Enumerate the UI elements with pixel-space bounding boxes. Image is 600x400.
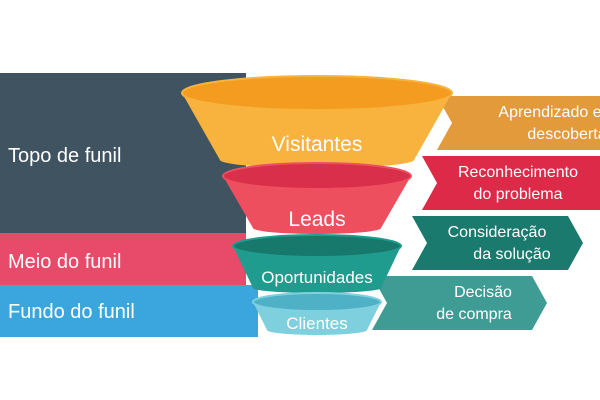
phase-arrow-decision: [372, 276, 547, 330]
phase-label-recognition-line2: do problema: [474, 186, 563, 203]
phase-label-learning-line1: Aprendizado e: [498, 104, 600, 121]
funnel-label-clients: Clientes: [286, 314, 347, 333]
phase-arrow-consideration: [412, 216, 583, 270]
funnel-tier-opportunities-top: [232, 234, 402, 258]
phase-label-consideration-line2: da solução: [473, 246, 550, 263]
stage-label-top: Topo de funil: [8, 145, 121, 167]
funnel-tier-clients-top: [252, 292, 382, 312]
funnel-label-leads: Leads: [288, 208, 345, 231]
phase-label-learning-line2: descoberta: [527, 126, 600, 143]
phase-label-decision-line2: de compra: [436, 306, 512, 323]
funnel-tier-leads-top: [222, 162, 412, 190]
funnel-tier-visitors-body: [182, 93, 452, 168]
stage-band-middle: [0, 233, 246, 285]
phase-arrow-recognition: [422, 156, 600, 210]
phase-label-recognition-line1: Reconhecimento: [458, 164, 578, 181]
phase-label-consideration-line1: Consideração: [448, 224, 547, 241]
funnel-label-opportunities: Oportunidades: [261, 268, 373, 287]
stage-label-middle: Meio do funil: [8, 251, 121, 273]
funnel-tier-leads-body: [223, 176, 411, 234]
phase-arrow-learning: [437, 96, 600, 150]
stage-label-bottom: Fundo do funil: [8, 301, 135, 323]
funnel-tier-opportunities-body: [233, 246, 401, 293]
funnel-label-visitors: Visitantes: [272, 133, 363, 156]
stage-band-bottom: [0, 285, 258, 337]
funnel-tier-visitors-top: [181, 75, 453, 111]
phase-label-decision-line1: Decisão: [454, 284, 512, 301]
